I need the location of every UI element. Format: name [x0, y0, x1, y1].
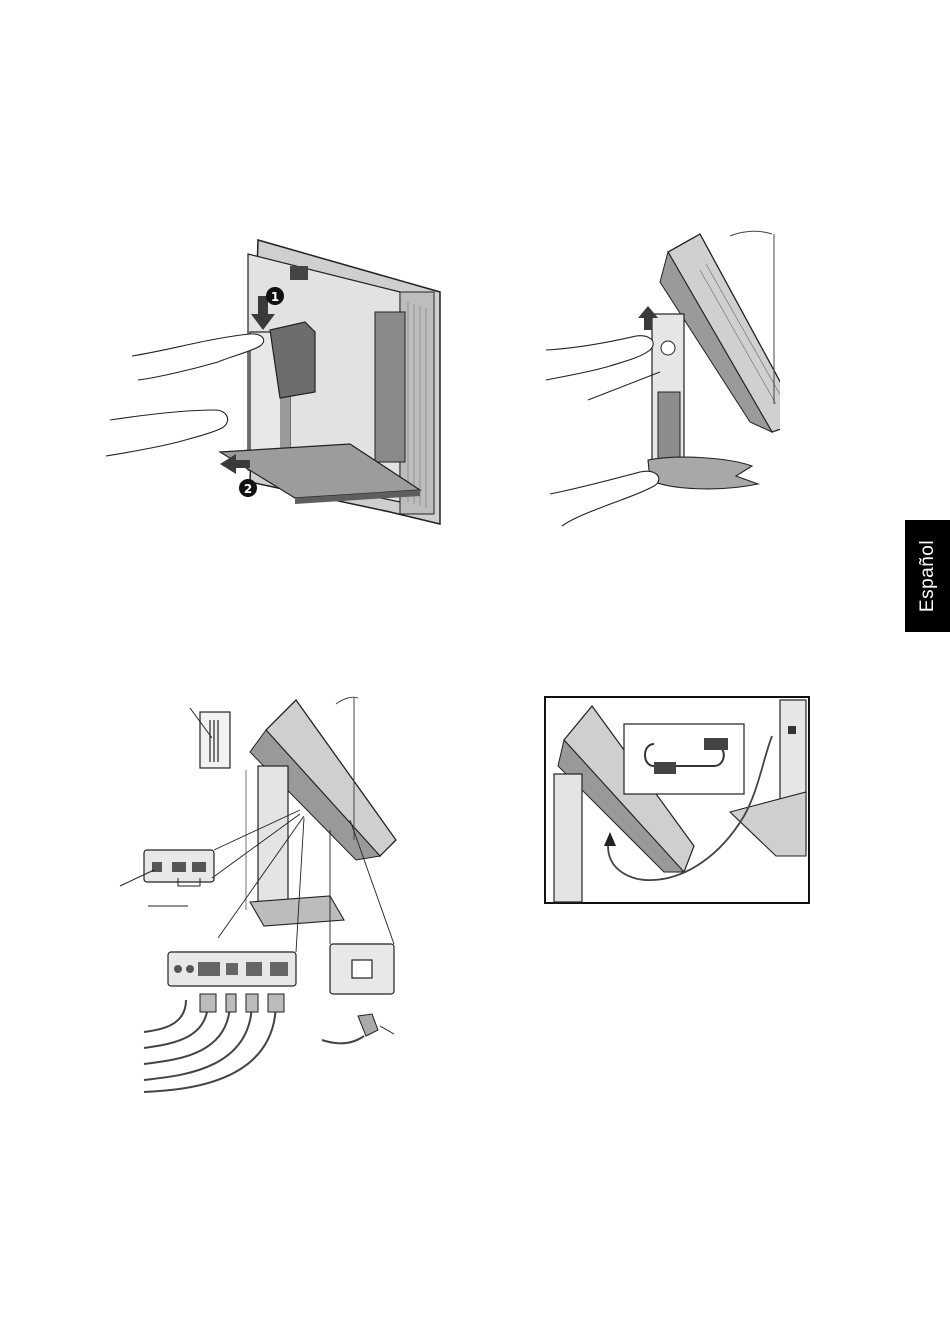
figure-cable-connections: [100, 690, 420, 1100]
step-1-badge: 1: [271, 290, 279, 304]
language-tab-label: Español: [917, 540, 939, 612]
figure-lift-stand: [540, 222, 780, 532]
language-tab: Español: [905, 520, 950, 632]
figure-usb-connection: [544, 696, 810, 904]
figure-remove-stand-cover: 1 2: [100, 232, 445, 532]
step-2-badge: 2: [244, 482, 252, 496]
